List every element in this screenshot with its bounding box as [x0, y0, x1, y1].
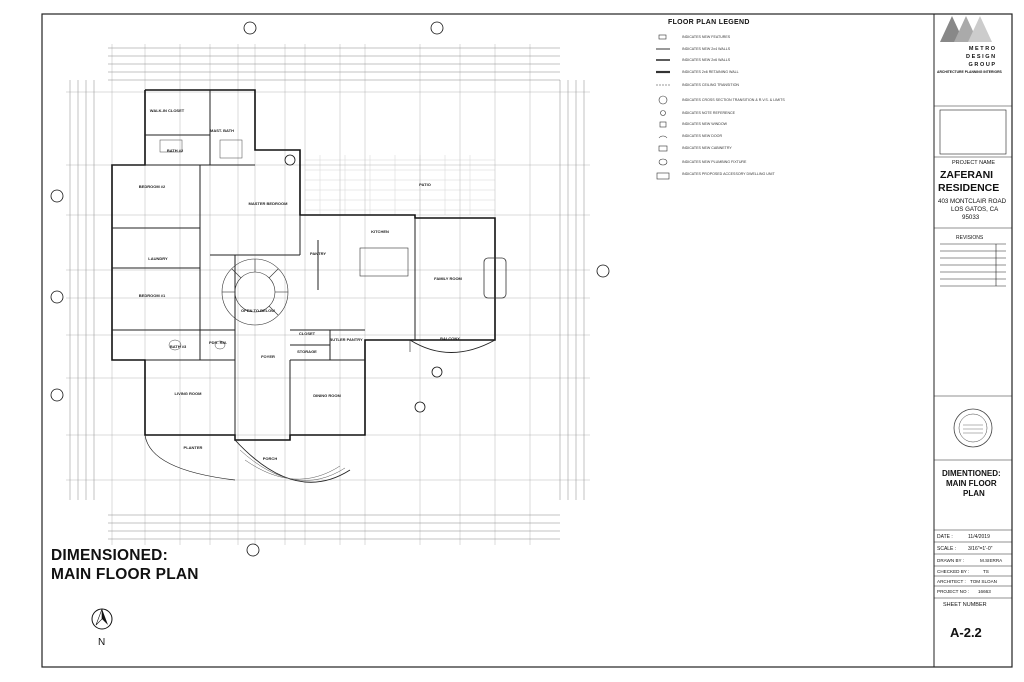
- exterior-walls: [111, 89, 496, 441]
- room-label: PDR. RM.: [209, 340, 227, 345]
- bath-fixture: [159, 139, 183, 153]
- checked-by-label: CHECKED BY :: [937, 569, 970, 574]
- legend-item: INDICATES NEW FEATURES: [682, 35, 731, 39]
- scale-value: 3/16"=1'-0": [968, 546, 993, 552]
- room-label: PORCH: [263, 456, 278, 461]
- room-label: DINING ROOM: [313, 393, 341, 398]
- legend-item: INDICATES NEW 2x6 WALLS: [682, 58, 731, 62]
- drawing-title: DIMENSIONED: MAIN FLOOR PLAN: [51, 546, 199, 584]
- sheet-number: A-2.2: [950, 625, 982, 640]
- floor-plan: [50, 21, 610, 557]
- room-label: WALK-IN CLOSET: [150, 108, 185, 113]
- room-label: BATH #2: [167, 148, 184, 153]
- room-label: STORAGE: [297, 349, 317, 354]
- room-label: LAUNDRY: [148, 256, 168, 261]
- north-arrow-icon: [91, 608, 113, 630]
- legend-item: INDICATES CROSS SECTION TRANSITION & R.V…: [682, 98, 785, 102]
- drawn-by-label: DRAWN BY :: [937, 558, 965, 563]
- legend-symbols: [656, 34, 670, 180]
- project-name-line1: ZAFERANI: [940, 169, 994, 181]
- room-label: BALCONY: [440, 336, 460, 341]
- project-name-line2: RESIDENCE: [938, 182, 1000, 194]
- room-label: PANTRY: [310, 251, 326, 256]
- address-line3: 95033: [962, 214, 980, 221]
- sheet-border: [41, 13, 1013, 668]
- legend-item: INDICATES NOTE REFERENCE: [682, 111, 736, 115]
- grid-bubbles: [50, 21, 610, 557]
- checked-by-value: TS: [983, 569, 989, 574]
- legend-title: FLOOR PLAN LEGEND: [668, 19, 750, 26]
- dimension-lines-left: [69, 80, 95, 500]
- date-label: DATE :: [937, 534, 953, 540]
- room-label: OPEN TO BELOW: [241, 308, 275, 313]
- room-label: LIVING ROOM: [175, 391, 203, 396]
- firm-name: METRO DESIGN GROUP: [966, 45, 997, 69]
- legend-item: INDICATES NEW 2x4 WALLS: [682, 47, 731, 51]
- sheet-title-line1: DIMENTIONED:: [942, 469, 1001, 478]
- legend-item: INDICATES NEW PLUMBING FIXTURE: [682, 160, 747, 164]
- project-no-label: PROJECT NO :: [937, 589, 970, 594]
- north-label: N: [98, 637, 106, 648]
- dimension-lines-right: [559, 80, 585, 500]
- drawing-title-line2: MAIN FLOOR PLAN: [51, 566, 199, 583]
- drawn-by-value: M.SIERRA: [980, 558, 1003, 563]
- architect-value: TOM SLOAN: [970, 579, 997, 584]
- architect-label: ARCHITECT :: [937, 579, 966, 584]
- sheet-title-line3: PLAN: [963, 489, 985, 498]
- family-room-fireplace: [483, 257, 507, 299]
- patio-paving: [305, 155, 495, 215]
- scale-label: SCALE :: [937, 546, 957, 552]
- interior-walls: [112, 90, 416, 440]
- dimension-lines-bottom: [108, 514, 560, 540]
- room-label: PATIO: [419, 182, 431, 187]
- room-label: FOYER: [261, 354, 275, 359]
- revisions-label: REVISIONS: [956, 235, 984, 241]
- sheet-title-line2: MAIN FLOOR: [946, 479, 997, 488]
- legend-item: INDICATES CEILING TRANSITION: [682, 83, 739, 87]
- sheet-number-label: SHEET NUMBER: [943, 602, 987, 608]
- metro-design-group-logo-icon: [940, 16, 992, 42]
- kitchen-island: [359, 247, 409, 277]
- firm-name-line2: DESIGN: [966, 54, 997, 60]
- room-label: BEDROOM #1: [139, 293, 166, 298]
- room-label: BEDROOM #2: [139, 184, 166, 189]
- title-block-lines: [934, 105, 1012, 599]
- legend-item: INDICATES NEW DOOR: [682, 134, 723, 138]
- planter-edge: [144, 434, 236, 481]
- room-labels: WALK-IN CLOSET MAST. BATH BATH #2 BEDROO…: [139, 108, 463, 461]
- legend-item: INDICATES PROPOSED ACCESSORY DWELLING UN…: [682, 172, 775, 176]
- legend-item: INDICATES NEW CABINETRY: [682, 146, 732, 150]
- firm-name-line3: GROUP: [968, 62, 997, 68]
- project-no-value: 16663: [978, 589, 991, 594]
- address-line2: LOS GATOS, CA: [951, 206, 999, 213]
- dimension-lines-top: [108, 47, 560, 81]
- porch-steps: [234, 439, 351, 483]
- room-label: CLOSET: [299, 331, 316, 336]
- room-label: KITCHEN: [371, 229, 389, 234]
- balcony-edge: [409, 339, 496, 353]
- room-label: MAST. BATH: [210, 128, 234, 133]
- room-label: BUTLER PANTRY: [329, 337, 363, 342]
- drawing-title-line1: DIMENSIONED:: [51, 547, 168, 564]
- room-label: FAMILY ROOM: [434, 276, 462, 281]
- room-label: PLANTER: [184, 445, 203, 450]
- address-line1: 403 MONTCLAIR ROAD: [938, 198, 1007, 205]
- room-label: MASTER BEDROOM: [249, 201, 289, 206]
- architect-stamp-icon: [953, 408, 993, 448]
- legend-item: INDICATES NEW WINDOW: [682, 122, 728, 126]
- project-name-label: PROJECT NAME: [952, 160, 995, 166]
- spiral-stair: [221, 258, 289, 326]
- firm-tagline: ARCHITECTURE PLANNING INTERIORS: [937, 70, 1002, 74]
- date-value: 11/4/2019: [968, 534, 990, 540]
- firm-name-line1: METRO: [968, 46, 997, 52]
- legend-item: INDICATES 2x6 RETAINING WALL: [682, 70, 739, 74]
- room-label: BATH #3: [170, 344, 187, 349]
